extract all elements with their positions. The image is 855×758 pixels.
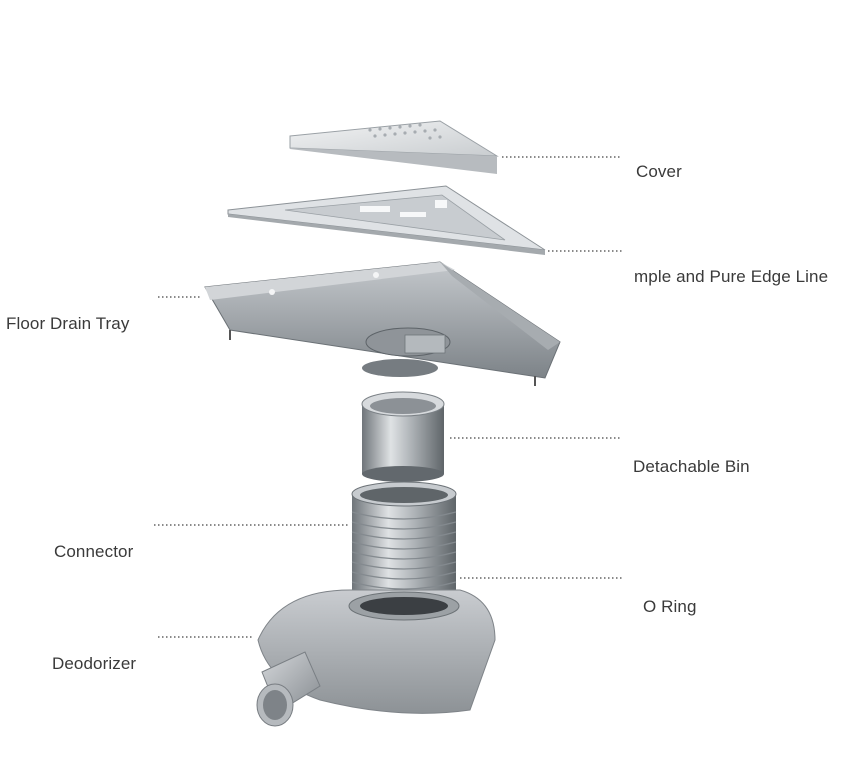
- floor-drain-tray: [204, 261, 561, 386]
- connector-tube: [351, 481, 457, 598]
- label-connector: Connector: [54, 542, 134, 561]
- detachable-bin: [361, 391, 445, 482]
- label-o-ring: O Ring: [643, 597, 697, 616]
- edge-line-frame: [227, 185, 546, 255]
- cover-plate: [289, 120, 499, 174]
- label-edge-line: mple and Pure Edge Line: [634, 267, 829, 286]
- label-detachable-bin: Detachable Bin: [633, 457, 750, 476]
- label-floor-drain-tray: Floor Drain Tray: [6, 314, 130, 333]
- deodorizer-body: [256, 589, 496, 727]
- label-deodorizer: Deodorizer: [52, 654, 137, 673]
- label-cover: Cover: [636, 162, 682, 181]
